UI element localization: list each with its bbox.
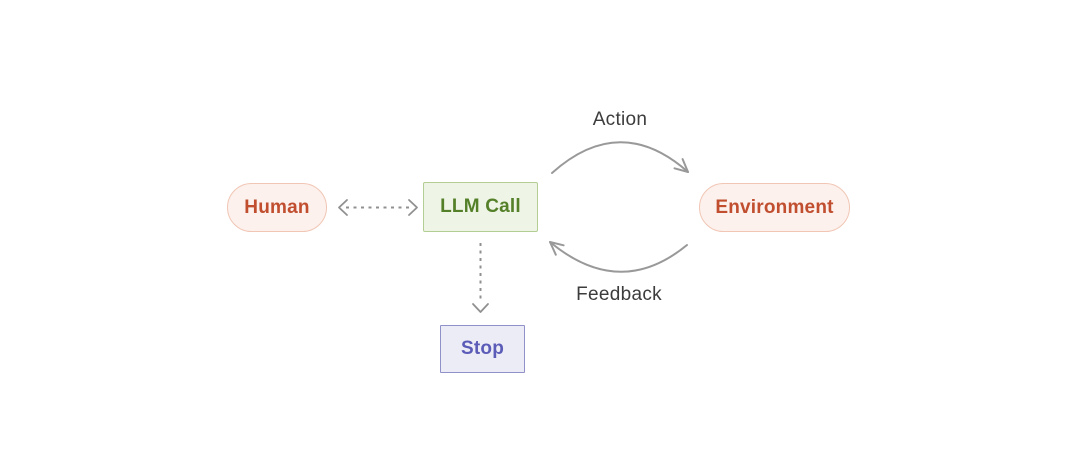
node-stop: Stop <box>440 325 525 373</box>
node-stop-label: Stop <box>460 338 504 359</box>
node-human: Human <box>227 183 327 232</box>
feedback-arrow-icon <box>549 241 688 273</box>
node-environment-label: Environment <box>715 196 834 218</box>
llm-stop-dashed-arrow-icon <box>472 243 489 313</box>
human-llm-dashed-arrow-icon <box>338 199 418 216</box>
action-edge-label: Action <box>592 109 648 130</box>
node-llm-call-label: LLM Call <box>440 196 521 217</box>
node-environment: Environment <box>699 183 850 232</box>
node-llm-call: LLM Call <box>423 182 538 232</box>
node-human-label: Human <box>244 196 310 218</box>
feedback-edge-label: Feedback <box>576 284 662 305</box>
action-arrow-icon <box>551 141 689 174</box>
